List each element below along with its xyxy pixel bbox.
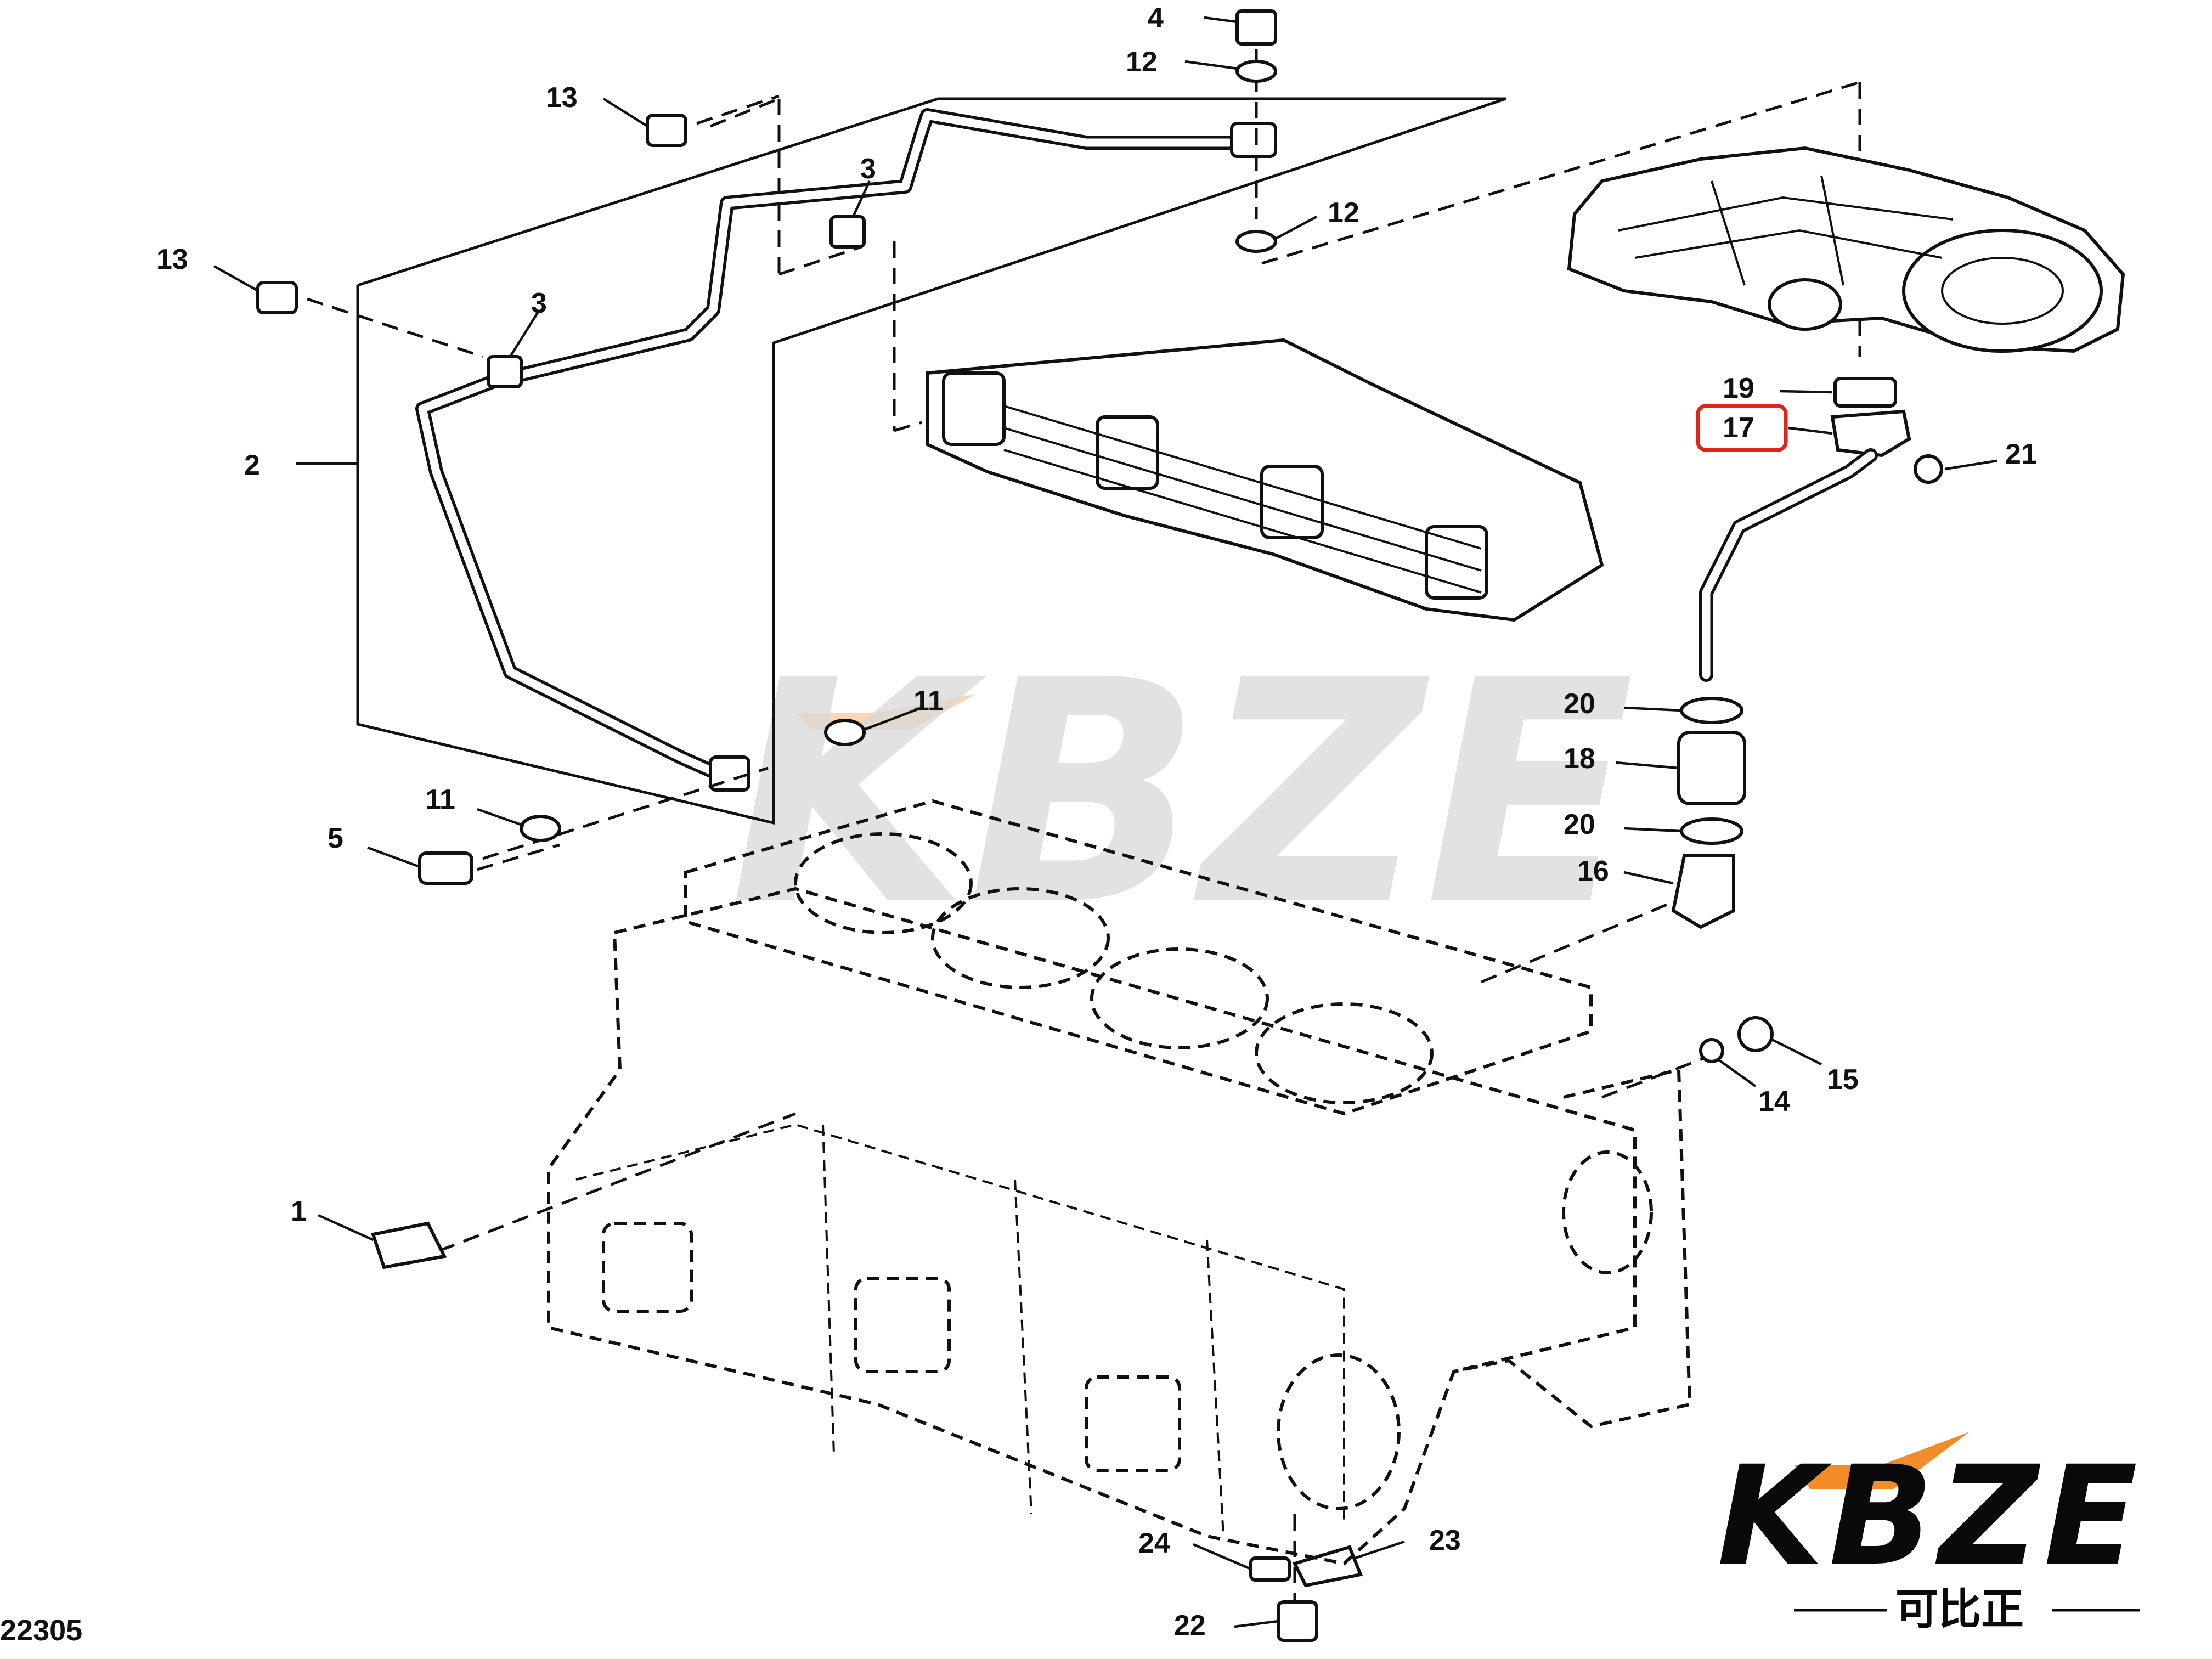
block-port-2	[854, 1277, 951, 1373]
callout-20-lower: 20	[1564, 809, 1595, 840]
turbo-outlet	[1902, 229, 2103, 353]
washer-24	[1249, 1556, 1291, 1582]
clamp-20-lower	[1680, 817, 1743, 845]
hose-19	[1677, 731, 1746, 805]
block-outline	[547, 887, 1637, 1566]
callout-24: 24	[1138, 1527, 1170, 1559]
oil-return-tube	[1699, 448, 1878, 682]
kbze-logo: KBZE 可比正	[1717, 1432, 2143, 1634]
watermark: KBZE	[730, 615, 1634, 973]
washer-11-lower	[520, 815, 561, 842]
callout-11-upper: 11	[913, 685, 944, 717]
elbow-fitting-16	[1671, 854, 1735, 929]
washer-11-upper	[824, 719, 866, 746]
fitting-5	[418, 851, 473, 885]
bolt-13-lower	[256, 281, 298, 314]
callout-1: 1	[291, 1195, 307, 1227]
callout-21: 21	[2005, 438, 2037, 470]
block-port-1	[602, 1222, 693, 1313]
drawing-code: 22305	[0, 1614, 82, 1647]
gasket-bore-4	[1255, 1002, 1434, 1104]
bolt-21	[1914, 454, 1943, 484]
drain-plug-22	[1277, 1600, 1318, 1642]
oil-line-frame	[356, 97, 1506, 825]
callout-5: 5	[328, 822, 343, 854]
tube-clamp-lower	[487, 355, 523, 388]
bolt-13-upper	[646, 114, 687, 147]
gasket-18	[1833, 377, 1897, 408]
tube-fitting-top	[1230, 122, 1277, 158]
callout-16: 16	[1577, 855, 1609, 887]
gasket-outline	[684, 799, 1593, 1116]
manifold-port-3	[1260, 465, 1324, 539]
callouts: 4 12 12 13 13 3 3 2 11 11 5 19 17 21 20 …	[156, 2, 2037, 1641]
oil-line-assembly	[356, 97, 1506, 825]
callout-2: 2	[244, 449, 260, 481]
washer-12-lower	[1235, 230, 1277, 253]
block-port-3	[1085, 1375, 1181, 1472]
washer-12-upper	[1235, 60, 1277, 83]
oil-return-assembly	[1671, 377, 1943, 929]
gasket-bore-1	[794, 832, 973, 934]
callout-17-highlight-box	[1696, 404, 1788, 452]
watermark-text: KBZE	[730, 615, 1634, 973]
turbocharger	[1567, 146, 2125, 353]
callout-12-upper: 12	[1126, 46, 1158, 78]
callout-3-middle: 3	[531, 287, 547, 319]
plug-15	[1737, 1016, 1774, 1052]
callout-11-lower: 11	[425, 784, 455, 816]
block-crank-bore	[1277, 1353, 1401, 1510]
logo-accent-stroke	[1794, 1432, 1970, 1489]
callout-13-lower: 13	[156, 244, 188, 275]
callout-20-upper: 20	[1564, 688, 1595, 720]
callout-3-upper: 3	[860, 153, 876, 185]
callout-15: 15	[1827, 1064, 1859, 1096]
gasket-bore-3	[1090, 947, 1269, 1049]
sensor-1	[371, 1221, 447, 1269]
hardware	[256, 9, 1774, 1642]
engine-block	[547, 887, 1692, 1566]
callout-13-upper: 13	[546, 82, 578, 114]
exhaust-manifold	[926, 338, 1604, 622]
callout-22: 22	[1174, 1610, 1206, 1641]
clamp-20-upper	[1680, 697, 1743, 724]
callout-19: 18	[1564, 743, 1595, 775]
callout-12-lower: 12	[1328, 197, 1359, 229]
leader-lines	[213, 16, 1997, 1628]
callout-17: 17	[1723, 412, 1754, 444]
manifold-port-1	[942, 371, 1006, 446]
plug-14	[1699, 1038, 1724, 1063]
return-tube-flange	[1830, 409, 1911, 458]
logo-chinese-text: 可比正	[1895, 1585, 2024, 1634]
logo-text: KBZE	[1717, 1436, 2143, 1596]
manifold-port-2	[1096, 415, 1159, 490]
bolt-4	[1235, 9, 1277, 46]
head-gasket	[684, 799, 1593, 1116]
callout-14: 14	[1758, 1086, 1790, 1118]
callout-18: 19	[1723, 373, 1754, 404]
block-cam-bore	[1562, 1150, 1653, 1274]
gasket-bore-2	[931, 887, 1110, 989]
tube-clamp-upper	[830, 215, 866, 249]
bracket-23	[1292, 1545, 1363, 1588]
block-front-plate	[1453, 1068, 1692, 1429]
callout-23: 23	[1429, 1525, 1461, 1556]
callout-4: 4	[1148, 2, 1164, 34]
turbo-flange	[1768, 278, 1842, 331]
